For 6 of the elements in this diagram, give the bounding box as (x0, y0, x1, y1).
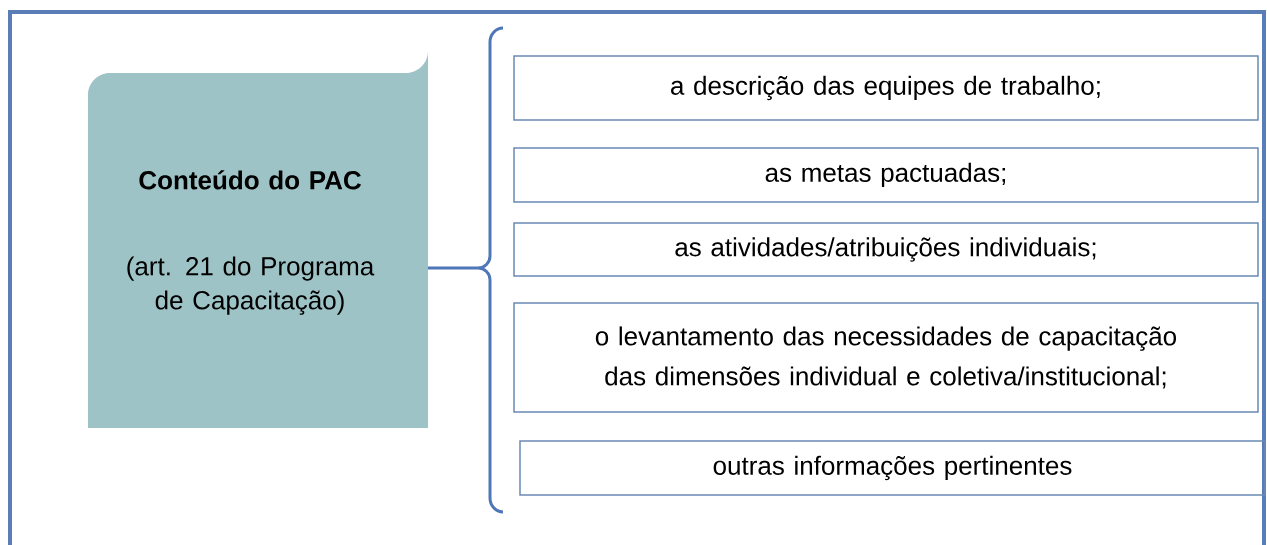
text-box: as metas pactuadas; (513, 147, 1259, 203)
text-box: outras informações pertinentes (519, 440, 1266, 496)
text-box: o levantamento das necessidades de capacitação das dimensões individual e coletiva/institucional; (513, 302, 1259, 413)
text-box: as atividades/atribuições individuais; (513, 222, 1259, 277)
title-box: Conteúdo do PAC (art. 21 do Programa de Capacitação) (88, 51, 428, 428)
text-box: a descrição das equipes de trabalho; (513, 55, 1259, 121)
